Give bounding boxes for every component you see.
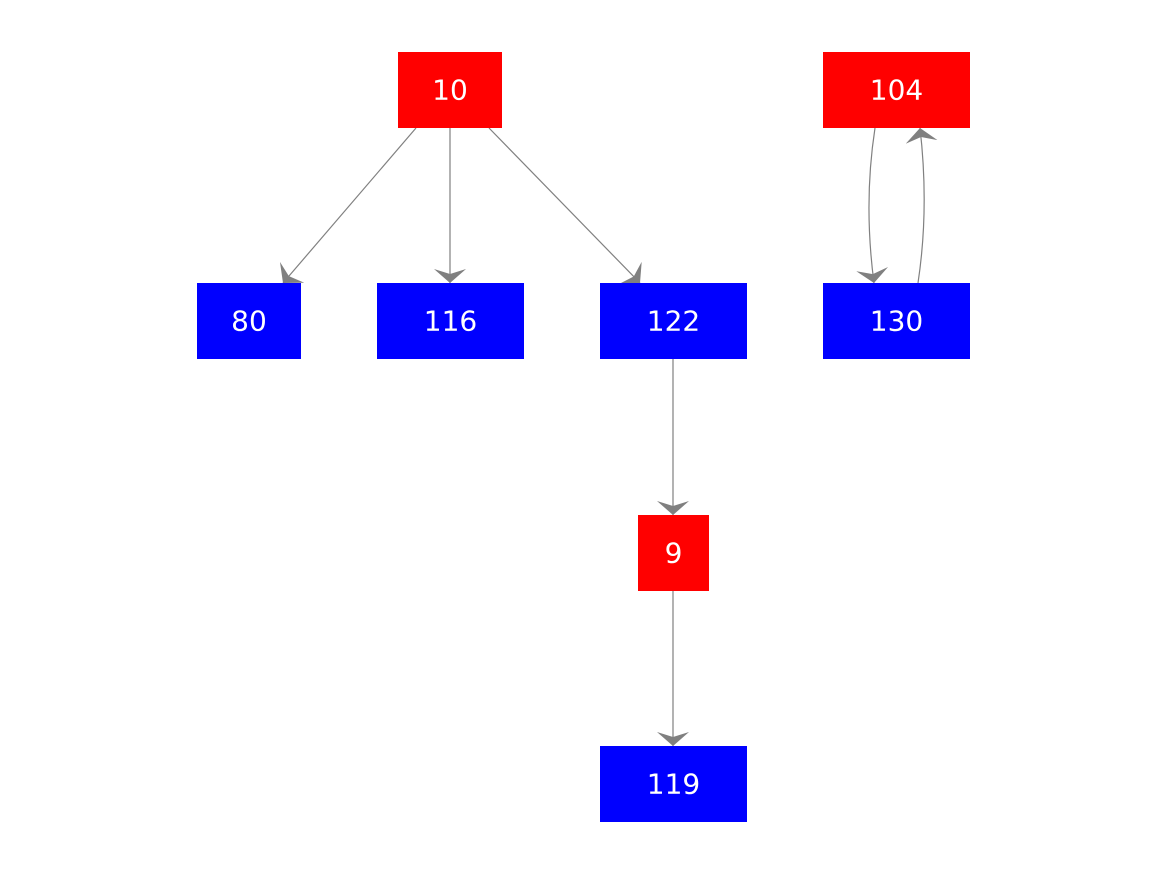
node-9-label: 9	[665, 537, 683, 570]
node-80-box	[197, 283, 301, 359]
node-80-label: 80	[231, 305, 267, 338]
node-130-box	[823, 283, 970, 359]
node-122-label: 122	[647, 305, 700, 338]
node-9[interactable]: 9	[638, 515, 709, 591]
node-10[interactable]: 10	[398, 52, 502, 128]
node-80[interactable]: 80	[197, 283, 301, 359]
node-116-label: 116	[424, 305, 477, 338]
node-104[interactable]: 104	[823, 52, 970, 128]
edge-130-to-104	[905, 127, 938, 284]
node-119-box	[600, 746, 747, 822]
edge-10-to-80	[279, 127, 417, 284]
node-104-box	[823, 52, 970, 128]
node-119[interactable]: 119	[600, 746, 747, 822]
node-9-box	[638, 515, 709, 591]
node-116[interactable]: 116	[377, 283, 524, 359]
node-122[interactable]: 122	[600, 283, 747, 359]
node-116-box	[377, 283, 524, 359]
node-10-box	[398, 52, 502, 128]
nodes-layer: 10 104 80 116 122 130 9 119	[197, 52, 970, 822]
node-122-box	[600, 283, 747, 359]
node-119-label: 119	[647, 768, 700, 801]
node-130-label: 130	[870, 305, 923, 338]
node-130[interactable]: 130	[823, 283, 970, 359]
node-10-label: 10	[432, 74, 468, 107]
node-104-label: 104	[870, 74, 923, 107]
edge-104-to-130	[856, 127, 889, 284]
edges-layer	[279, 127, 938, 746]
edge-10-to-122	[488, 127, 642, 285]
